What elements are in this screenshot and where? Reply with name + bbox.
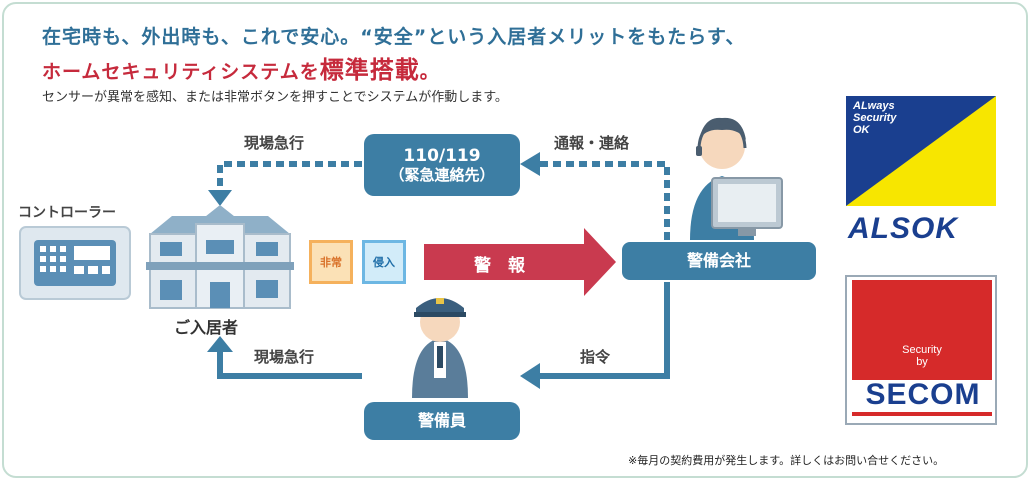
residence-building-icon — [146, 205, 294, 309]
arrowhead-to-emergency — [520, 152, 540, 176]
controller-icon — [19, 226, 131, 300]
arrowhead-to-residence — [208, 190, 232, 206]
headline-line-2-end: 。 — [419, 61, 440, 83]
secom-tagline: Security by — [852, 344, 992, 368]
arrowhead-to-residence-bottom — [207, 336, 233, 352]
connector-emergency-to-residence — [217, 161, 362, 192]
connector-guard-to-residence — [217, 350, 362, 379]
secom-logo — [845, 275, 997, 425]
security-company-box: 警備会社 — [622, 242, 816, 280]
emergency-number: 110/119 — [403, 145, 481, 166]
sensor-tag-emergency-bg — [309, 240, 353, 284]
alsok-tagline-3: OK — [853, 124, 870, 137]
alsok-tagline: ALways Security OK — [853, 100, 896, 136]
instruction-label: 指令 — [580, 348, 611, 366]
connector-company-to-emergency — [540, 161, 670, 240]
alsok-wordmark: ALSOK — [848, 212, 958, 245]
residence-label: ご入居者 — [174, 318, 239, 337]
rush-to-site-bottom-label: 現場急行 — [254, 348, 315, 366]
headline-line-1: 在宅時も、外出時も、これで安心。“安全”という入居者メリットをもたらす、 — [42, 26, 746, 48]
security-guard-icon — [412, 298, 468, 398]
subtitle: センサーが異常を感知、または非常ボタンを押すことでシステムが作動します。 — [42, 90, 508, 105]
intrusion-tag: 侵入 — [373, 256, 395, 269]
arrowhead-to-guard — [520, 363, 540, 389]
headline-line-2-main: ホームセキュリティシステムを — [42, 61, 320, 83]
controller-label: コントローラー — [18, 205, 116, 221]
dotted-connectors — [217, 161, 670, 240]
alarm-arrow — [424, 228, 616, 296]
alsok-logo — [846, 96, 996, 252]
rush-to-site-top-label: 現場急行 — [244, 134, 305, 152]
secom-small-1: Security — [902, 344, 942, 356]
alarm-label: 警 報 — [474, 256, 525, 276]
emergency-contact-note: （緊急連絡先） — [389, 166, 495, 185]
secom-wordmark: SECOM — [865, 378, 981, 411]
headline-emphasis: 標準搭載 — [319, 56, 420, 84]
guard-box: 警備員 — [364, 402, 520, 440]
sensor-tag-intrusion-bg — [362, 240, 406, 284]
solid-connectors — [217, 282, 670, 379]
footnote: ※毎月の契約費用が発生します。詳しくはお問い合せください。 — [628, 454, 945, 467]
report-contact-label: 通報・連絡 — [554, 134, 630, 152]
emergency-tag: 非常 — [320, 256, 342, 269]
emergency-contact-box: 110/119 （緊急連絡先） — [364, 134, 520, 196]
connector-company-to-guard — [540, 282, 670, 379]
alsok-tagline-2: Security — [853, 112, 897, 125]
operator-icon — [690, 117, 783, 240]
alsok-tagline-1: ALways — [853, 100, 895, 112]
secom-small-2: by — [916, 356, 928, 369]
headline-line-2: ホームセキュリティシステムを標準搭載。 — [42, 50, 440, 85]
